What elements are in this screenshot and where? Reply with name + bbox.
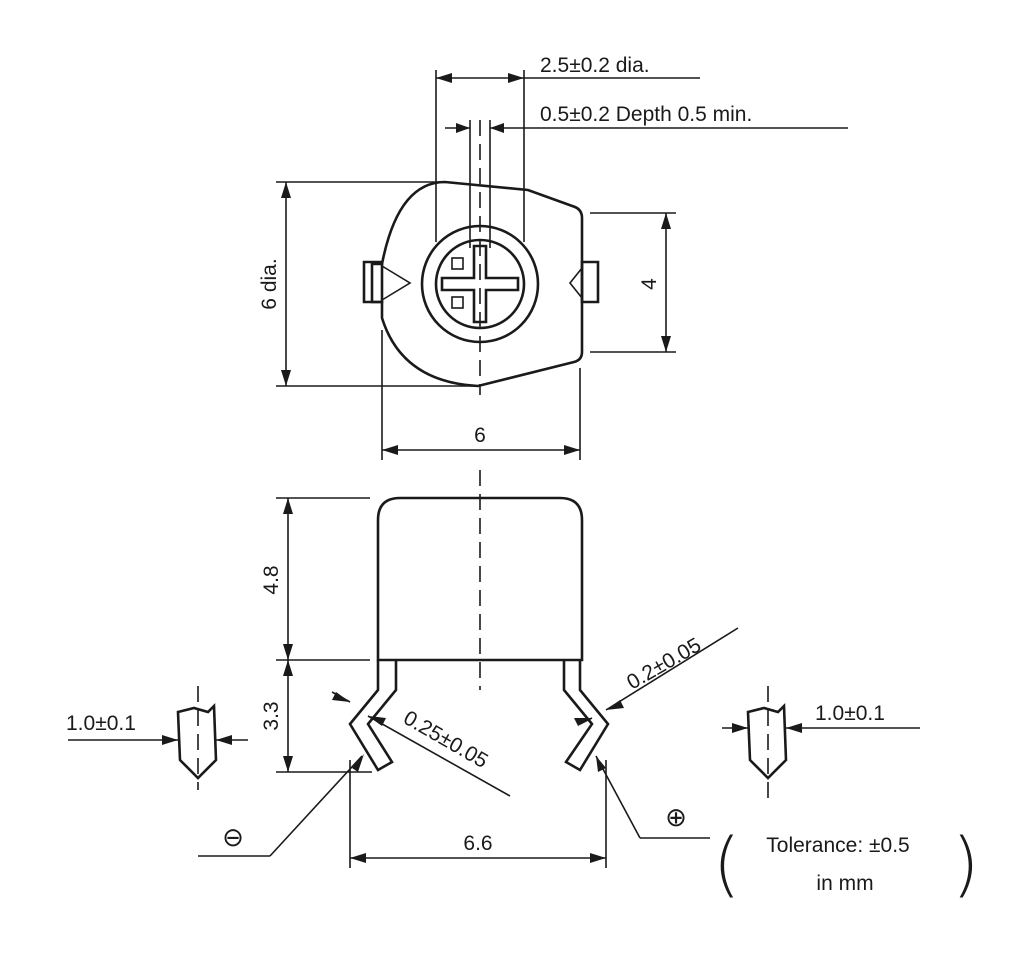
top-width-label: 6	[474, 424, 486, 447]
units-note: in mm	[816, 872, 873, 895]
side-view-body	[376, 496, 584, 662]
right-tab	[580, 260, 600, 304]
side-view	[198, 470, 739, 868]
body-diameter-label: 6 dia.	[258, 258, 281, 309]
lead-thickness-left-label: 0.25±0.05	[400, 706, 492, 773]
right-lead	[562, 660, 610, 772]
left-lead	[348, 660, 398, 772]
positive-terminal-icon: ⊕	[665, 803, 687, 833]
lead-thickness-right-label: 0.2±0.05	[623, 634, 705, 695]
top-view	[276, 70, 848, 460]
flat-height-label: 4	[638, 278, 661, 290]
lead-pitch-label: 6.6	[463, 832, 492, 855]
left-tab	[362, 260, 384, 304]
lead-width-right-label: 1.0±0.1	[815, 702, 885, 725]
top-view-body-outline	[370, 180, 584, 388]
negative-terminal-icon: ⊖	[222, 823, 244, 853]
lead-detail-right	[722, 686, 920, 800]
slot-depth-label: 0.5±0.2 Depth 0.5 min.	[540, 103, 752, 126]
screw-diameter-label: 2.5±0.2 dia.	[540, 54, 650, 77]
lead-width-left-label: 1.0±0.1	[66, 712, 136, 735]
cross-slot	[440, 244, 520, 324]
note-left-paren: (	[713, 823, 740, 905]
tolerance-note: Tolerance: ±0.5	[766, 834, 909, 857]
lead-detail-left	[68, 686, 248, 790]
lead-height-label: 3.3	[260, 701, 283, 730]
note-right-paren: )	[952, 823, 979, 905]
body-height-label: 4.8	[260, 565, 283, 594]
